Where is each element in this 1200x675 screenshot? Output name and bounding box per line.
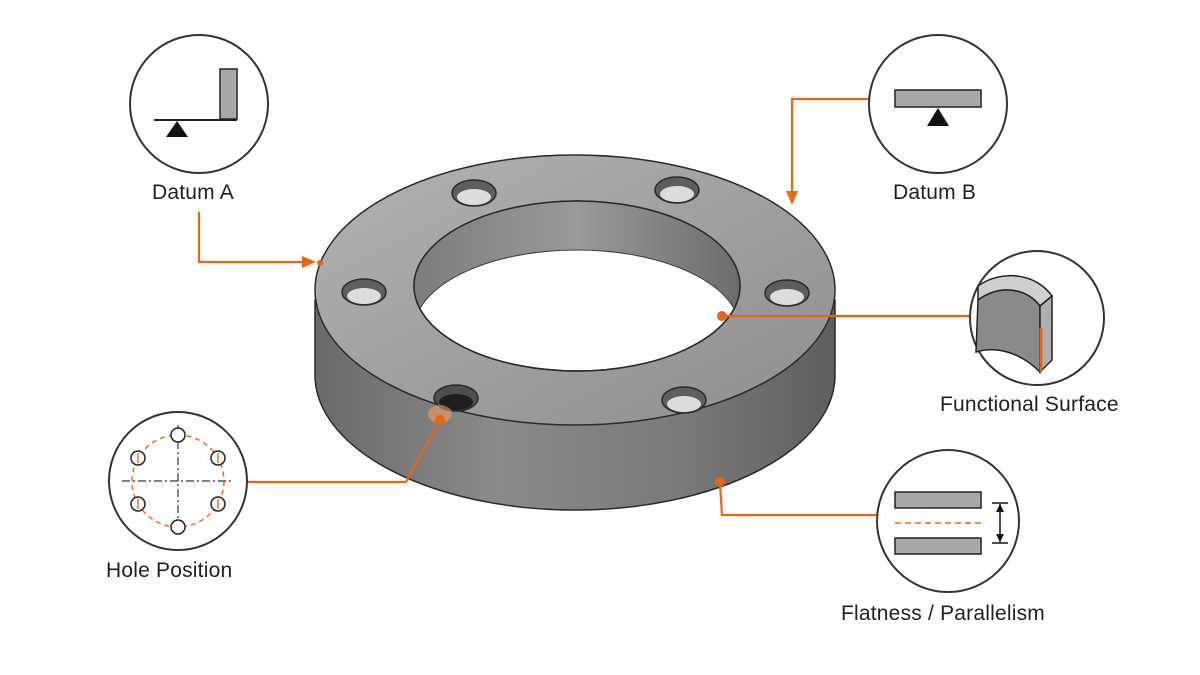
bolt-hole: [654, 176, 700, 204]
arrowhead-datum-b: [786, 191, 798, 205]
hole-highlight: [428, 405, 452, 423]
anchor-hole-position: [435, 415, 445, 425]
bolt-hole: [661, 386, 707, 414]
anchor-flatness: [715, 477, 725, 487]
anchor-datum-a: [317, 260, 323, 266]
ring-section-icon: [969, 250, 1105, 386]
label-datum-b: Datum B: [893, 181, 977, 204]
leader-datum-a: [197, 212, 310, 264]
leader-datum-b: [790, 97, 873, 198]
bolt-hole: [433, 384, 479, 412]
label-functional-surface: Functional Surface: [940, 393, 1119, 416]
parallel-plates-icon: [876, 449, 1020, 593]
anchor-functional-surface: [717, 311, 727, 321]
leader-hole-position: [246, 419, 441, 484]
datum-b-symbol-icon: [868, 34, 1008, 174]
label-flatness-parallelism: Flatness / Parallelism: [841, 602, 1045, 625]
ring-bore-inner-wall: [414, 201, 740, 330]
datum-a-symbol-icon: [129, 34, 269, 174]
bolt-hole: [764, 279, 810, 307]
leader-lines: [197, 97, 972, 517]
leader-flatness: [718, 483, 878, 517]
flange-ring: [314, 154, 836, 511]
label-hole-position: Hole Position: [106, 559, 233, 582]
label-datum-a: Datum A: [152, 181, 234, 204]
arrowhead-datum-a: [302, 256, 316, 268]
bolt-hole: [451, 179, 497, 207]
bolt-holes: [341, 176, 810, 414]
bolt-hole: [341, 278, 387, 306]
bolt-circle-icon: [108, 411, 248, 551]
